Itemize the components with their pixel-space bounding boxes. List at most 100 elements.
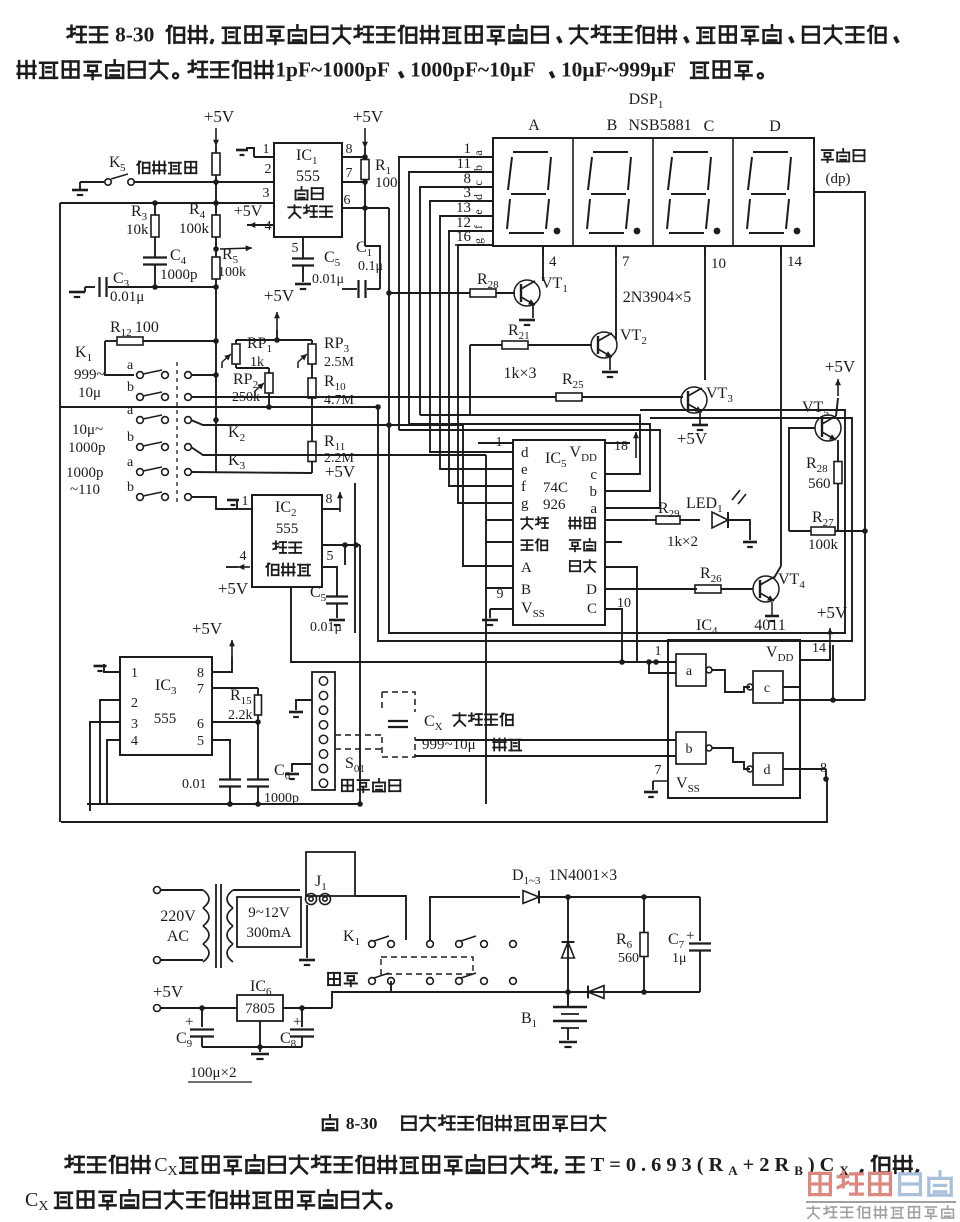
svg-text:0.1μ: 0.1μ <box>358 259 383 274</box>
svg-text:100k: 100k <box>808 537 839 553</box>
svg-text:+5V: +5V <box>153 982 184 1001</box>
svg-text:2.5M: 2.5M <box>324 355 355 370</box>
svg-text:c: c <box>471 180 485 185</box>
svg-text:10: 10 <box>617 596 631 611</box>
svg-text:~110: ~110 <box>70 482 100 498</box>
svg-text:S01: S01 <box>345 755 365 775</box>
svg-text:DSP1: DSP1 <box>629 91 664 111</box>
svg-text:g: g <box>521 496 529 512</box>
svg-text:IC5: IC5 <box>545 450 567 470</box>
svg-text:0.01μ: 0.01μ <box>110 289 144 305</box>
svg-text:C5: C5 <box>310 584 327 604</box>
svg-text:R28: R28 <box>806 455 828 475</box>
svg-text:100μ×2: 100μ×2 <box>190 1065 237 1081</box>
svg-text:d: d <box>471 194 485 200</box>
svg-text:b: b <box>127 430 134 445</box>
svg-text:2.2M: 2.2M <box>324 451 355 466</box>
svg-text:R1: R1 <box>375 157 391 177</box>
svg-text:+5V: +5V <box>325 462 356 481</box>
svg-text:1: 1 <box>242 494 249 509</box>
svg-text:+: + <box>293 1014 301 1030</box>
svg-text:CX: CX <box>154 1154 177 1179</box>
svg-text:R26: R26 <box>700 565 722 585</box>
svg-text:6: 6 <box>344 193 351 208</box>
svg-text:NSB5881: NSB5881 <box>628 117 691 134</box>
svg-text:VT2: VT2 <box>620 327 647 347</box>
svg-text:+5V: +5V <box>353 107 384 126</box>
svg-text:D1~3 1N4001×3: D1~3 1N4001×3 <box>512 867 617 887</box>
svg-text:R12 100: R12 100 <box>110 319 159 339</box>
svg-text:1000p: 1000p <box>264 791 299 806</box>
svg-text:2.2k: 2.2k <box>228 708 253 723</box>
svg-text:5: 5 <box>327 549 334 564</box>
svg-text:+: + <box>686 928 694 944</box>
svg-text:VSS: VSS <box>521 600 545 620</box>
svg-text:RP3: RP3 <box>324 335 350 355</box>
svg-text:4: 4 <box>549 254 557 270</box>
svg-text:C: C <box>587 601 597 617</box>
svg-text:220V: 220V <box>160 908 196 925</box>
svg-text:+5V: +5V <box>234 203 263 220</box>
svg-text:100: 100 <box>375 175 398 191</box>
svg-text:1k: 1k <box>250 355 264 370</box>
svg-text:IC3: IC3 <box>155 677 177 697</box>
svg-text:1: 1 <box>131 666 138 681</box>
svg-text:b: b <box>471 165 485 171</box>
svg-text:300mA: 300mA <box>247 925 292 941</box>
svg-text:K1: K1 <box>75 344 92 364</box>
svg-text:1k×2: 1k×2 <box>667 534 698 550</box>
svg-text:74C: 74C <box>543 480 568 496</box>
svg-text:926: 926 <box>543 497 566 513</box>
svg-text:10μ~: 10μ~ <box>72 422 103 438</box>
svg-text:R6: R6 <box>616 931 633 951</box>
svg-text:LED1: LED1 <box>686 495 723 515</box>
svg-text:10μF~999μF: 10μF~999μF <box>561 58 676 82</box>
svg-text:12: 12 <box>456 215 471 231</box>
svg-text:b: b <box>127 480 134 495</box>
svg-text:VT3: VT3 <box>706 385 733 405</box>
svg-text:VT5: VT5 <box>802 399 829 419</box>
svg-text:4011: 4011 <box>754 617 785 634</box>
svg-text:560: 560 <box>618 951 639 966</box>
svg-text:4: 4 <box>131 734 138 749</box>
svg-text:b: b <box>590 484 598 500</box>
svg-text:9~12V: 9~12V <box>248 905 290 921</box>
svg-text:IC1: IC1 <box>296 147 318 167</box>
svg-text:VDD: VDD <box>570 444 598 464</box>
svg-text:100k: 100k <box>179 221 210 237</box>
svg-text:R25: R25 <box>562 371 584 391</box>
svg-text:7805: 7805 <box>245 1001 275 1017</box>
svg-text:3: 3 <box>263 186 270 201</box>
svg-text:5: 5 <box>120 162 126 174</box>
svg-text:1: 1 <box>263 142 270 157</box>
svg-text:3: 3 <box>464 185 472 201</box>
svg-text:R10: R10 <box>324 373 346 393</box>
svg-text:AC: AC <box>167 928 189 945</box>
svg-text:J1: J1 <box>315 873 327 893</box>
svg-text:K1: K1 <box>343 928 360 948</box>
svg-text:C9: C9 <box>176 1030 193 1050</box>
svg-text:1k×3: 1k×3 <box>503 365 536 382</box>
svg-text:+5V: +5V <box>677 429 708 448</box>
svg-text:+: + <box>185 1014 193 1030</box>
svg-text:f: f <box>471 225 485 229</box>
svg-text:g: g <box>471 238 485 244</box>
svg-text:+5V: +5V <box>264 286 295 305</box>
svg-text:C: C <box>704 118 715 135</box>
svg-text:14: 14 <box>812 641 826 656</box>
svg-text:7: 7 <box>197 682 204 697</box>
svg-text:7: 7 <box>655 763 662 778</box>
svg-text:C1: C1 <box>356 239 372 259</box>
svg-text:555: 555 <box>154 711 177 727</box>
svg-text:IC2: IC2 <box>275 499 297 519</box>
svg-text:c: c <box>590 467 597 483</box>
svg-text:16: 16 <box>456 229 472 245</box>
svg-text:4: 4 <box>265 219 272 234</box>
svg-text:D: D <box>586 582 597 598</box>
svg-text:6: 6 <box>197 717 204 732</box>
svg-text:B: B <box>607 117 618 134</box>
svg-text:B: B <box>521 582 531 598</box>
svg-text:8: 8 <box>197 666 204 681</box>
svg-text:1: 1 <box>655 644 662 659</box>
svg-text:IC4: IC4 <box>696 617 718 637</box>
